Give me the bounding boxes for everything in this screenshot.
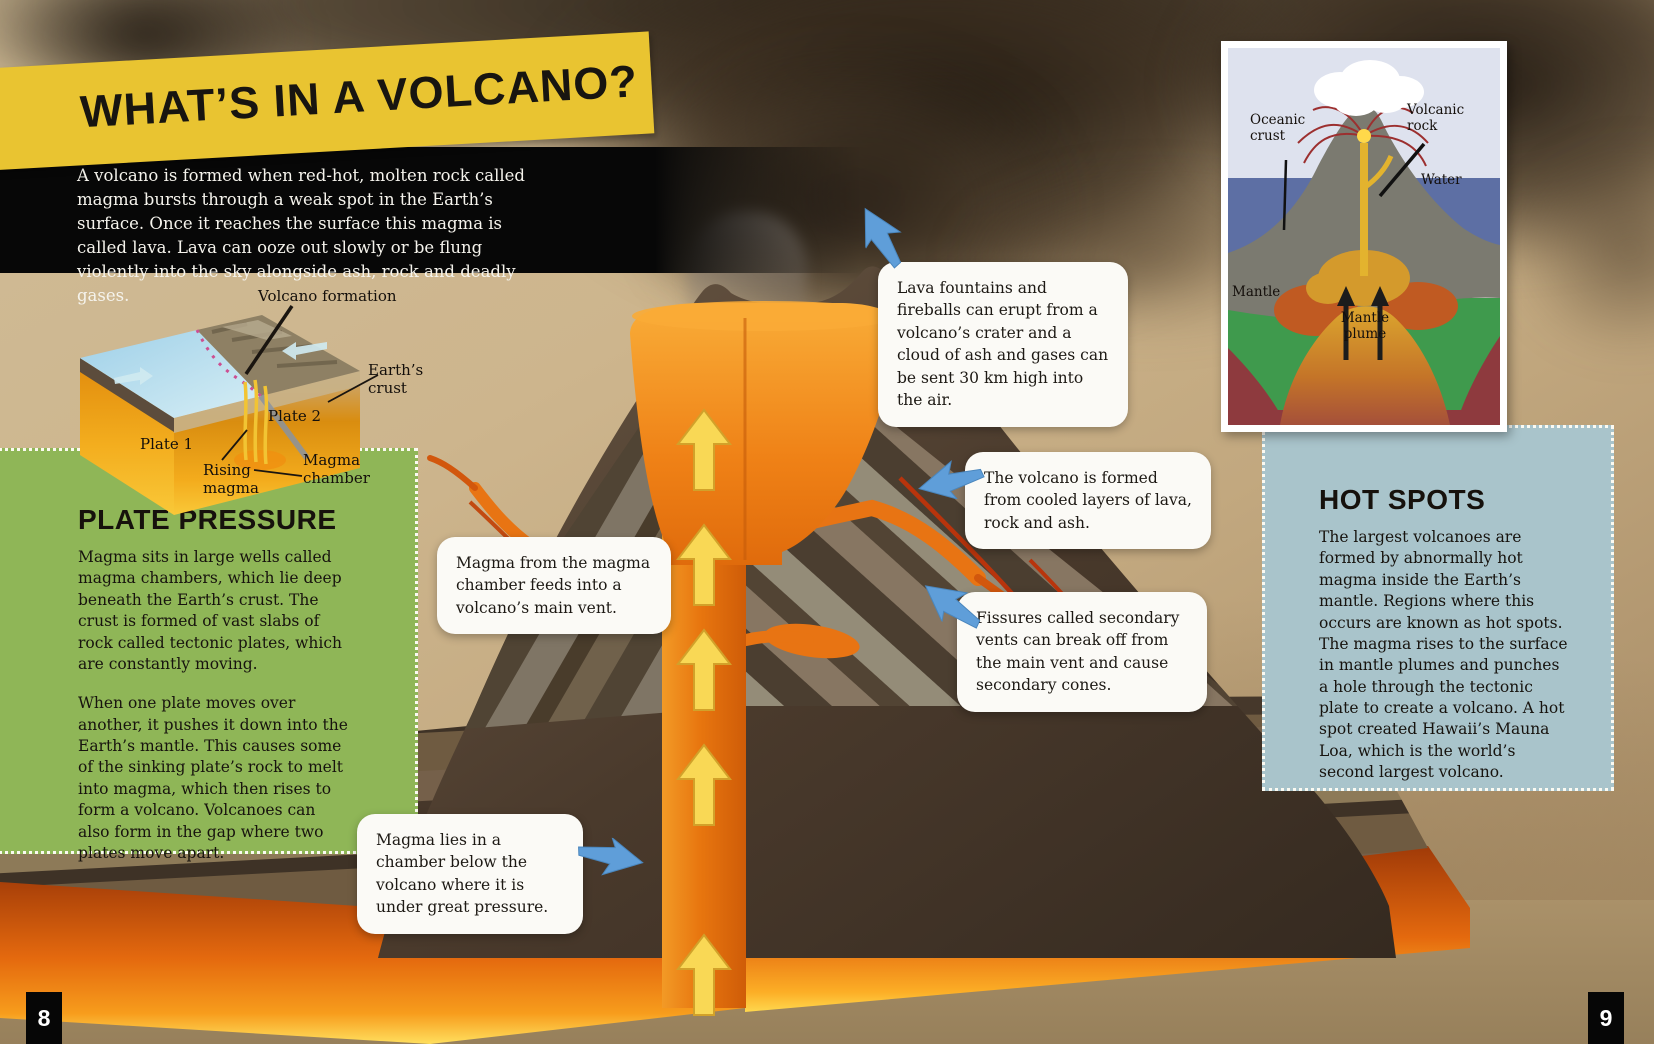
annotation-arrow-icon	[578, 836, 644, 876]
plate2-label: Plate 2	[268, 407, 322, 425]
hot-spot-inset-art	[1228, 48, 1500, 425]
hot-spots-body: The largest volcanoes are formed by abno…	[1319, 528, 1568, 782]
water-label: Water	[1421, 172, 1462, 188]
label-pointer-lines	[221, 305, 379, 477]
magma-flow-arrow-icon	[675, 408, 733, 1016]
callout-lava-fountains: Lava fountains and fireballs can erupt f…	[878, 262, 1128, 427]
inset-vent	[1360, 143, 1368, 276]
magma-chamber-label: Magma chamber	[303, 451, 370, 487]
subducting-slab	[258, 394, 310, 460]
rising-magma-streaks	[243, 379, 269, 465]
eruption-cloud	[1314, 60, 1424, 116]
formation-block-art	[80, 305, 379, 515]
plate-pressure-para2: When one plate moves over another, it pu…	[78, 694, 348, 862]
intro-bar: A volcano is formed when red-hot, molten…	[0, 147, 862, 305]
volcanic-rock-label: Volcanic rock	[1407, 102, 1465, 134]
plate1-face	[80, 358, 174, 515]
hot-spots-panel: HOT SPOTS The largest volcanoes are form…	[1262, 425, 1614, 791]
plate1-label: Plate 1	[140, 435, 194, 453]
mantle-label: Mantle	[1232, 284, 1281, 300]
page-number-right: 9	[1588, 992, 1624, 1044]
annotation-arrow-icon	[864, 207, 902, 269]
callout-secondary-vents: Fissures called secondary vents can brea…	[957, 592, 1207, 712]
callout-cooled-layers: The volcano is formed from cooled layers…	[965, 452, 1211, 550]
plate-pressure-panel: PLATE PRESSURE Magma sits in large wells…	[0, 448, 418, 862]
callout-magma-chamber: Magma lies in a chamber below the volcan…	[357, 814, 583, 934]
earths-crust-label: Earth’s crust	[368, 361, 424, 397]
formation-title-label: Volcano formation	[258, 287, 397, 305]
hot-spot-inset-diagram: Oceanic crust Volcanic rock Water Mantle…	[1221, 41, 1507, 432]
oceanic-crust-label: Oceanic crust	[1250, 112, 1306, 144]
mantle-plume	[1280, 306, 1450, 425]
hot-spots-heading: HOT SPOTS	[1319, 484, 1486, 515]
ocean-surface	[80, 330, 261, 418]
rising-magma-label: Rising magma	[203, 461, 259, 497]
inset-pointer-lines	[1282, 142, 1426, 231]
plate-pressure-para1: Magma sits in large wells called magma c…	[78, 548, 342, 673]
callout-main-vent: Magma from the magma chamber feeds into …	[437, 537, 671, 635]
plate-motion-arrow-icon	[114, 367, 153, 385]
plume-arrow-icon	[1343, 300, 1383, 360]
plate-motion-arrow-icon	[282, 342, 327, 360]
mantle-plume-label: Mantle plume	[1340, 310, 1390, 342]
mountain-range	[197, 315, 360, 396]
annotation-arrow-icon	[924, 585, 981, 629]
plate-pressure-heading: PLATE PRESSURE	[78, 504, 337, 535]
annotation-arrow-icon	[918, 460, 985, 500]
page-number-left: 8	[26, 992, 62, 1044]
intro-text: A volcano is formed when red-hot, molten…	[77, 166, 525, 305]
volcano-formation-diagram: Volcano formation Earth’s crust Plate 2 …	[22, 280, 432, 532]
crater	[630, 303, 901, 565]
